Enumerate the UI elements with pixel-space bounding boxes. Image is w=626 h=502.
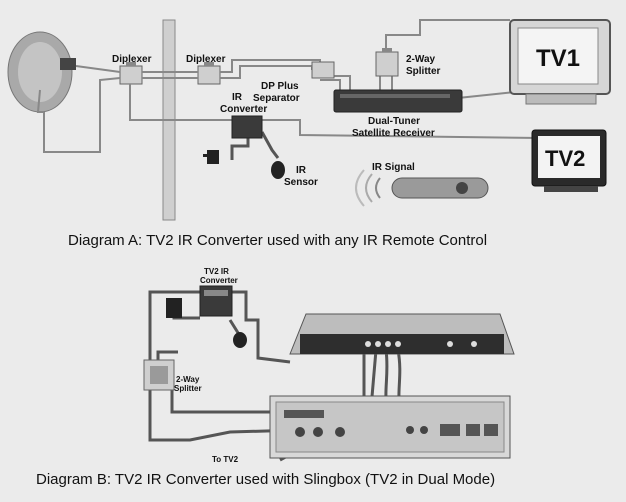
- splitter-a-label-1: 2-Way: [406, 54, 436, 65]
- ir-sensor-label-1: IR: [296, 165, 307, 176]
- two-way-splitter-b: 2-Way Splitter: [143, 359, 202, 393]
- diagram-a: Diplexer Diplexer: [7, 19, 611, 249]
- ir-sensor-label-2: Sensor: [284, 177, 318, 188]
- tv2: TV2: [531, 129, 607, 192]
- power-adapter-a: [203, 150, 219, 164]
- to-tv2-label: To TV2: [212, 455, 239, 464]
- ir-converter-a: IR Converter: [220, 92, 267, 139]
- splitter-b-label-1: 2-Way: [176, 375, 200, 384]
- receiver-label-1: Dual-Tuner: [368, 116, 420, 127]
- diagram-b: TV2 IR Converter 2-Way Splitter: [36, 267, 515, 488]
- diplexer-right-label: Diplexer: [186, 54, 226, 65]
- satellite-dish: [7, 31, 76, 113]
- splitter-a-label-2: Splitter: [406, 66, 441, 77]
- dp-plus-label-1: DP Plus: [261, 81, 299, 92]
- ir-converter-a-label-1: IR: [232, 92, 243, 103]
- power-adapter-b: [166, 298, 182, 318]
- diagram-a-caption: Diagram A: TV2 IR Converter used with an…: [68, 232, 487, 249]
- diplexer-left: Diplexer: [112, 54, 152, 85]
- receiver-rear-panel: [269, 395, 511, 459]
- ir-sensor-b: [233, 332, 247, 348]
- ir-signal-label: IR Signal: [372, 162, 415, 173]
- slingbox: [289, 313, 515, 355]
- diplexer-right: Diplexer: [186, 54, 226, 85]
- ir-converter-b: TV2 IR Converter: [199, 267, 238, 317]
- ir-converter-a-label-2: Converter: [220, 104, 267, 115]
- two-way-splitter-a: 2-Way Splitter: [375, 48, 441, 77]
- tv1-label: TV1: [536, 45, 580, 72]
- receiver-label-2: Satellite Receiver: [352, 128, 435, 139]
- diagram-b-caption: Diagram B: TV2 IR Converter used with Sl…: [36, 471, 495, 488]
- dp-plus-label-2: Separator: [253, 93, 300, 104]
- dual-tuner-receiver: Dual-Tuner Satellite Receiver: [333, 89, 463, 139]
- tv1: TV1: [509, 19, 611, 105]
- ir-converter-b-label-1: TV2 IR: [204, 267, 229, 276]
- ir-converter-b-label-2: Converter: [200, 276, 238, 285]
- tv2-label: TV2: [545, 146, 585, 171]
- ir-remote: IR Signal: [355, 162, 489, 207]
- diplexer-left-label: Diplexer: [112, 54, 152, 65]
- splitter-b-label-2: Splitter: [174, 384, 202, 393]
- diagram-a-cables: [43, 19, 541, 160]
- ir-sensor-a: IR Sensor: [271, 161, 318, 188]
- dp-plus-separator: DP Plus Separator: [253, 61, 335, 104]
